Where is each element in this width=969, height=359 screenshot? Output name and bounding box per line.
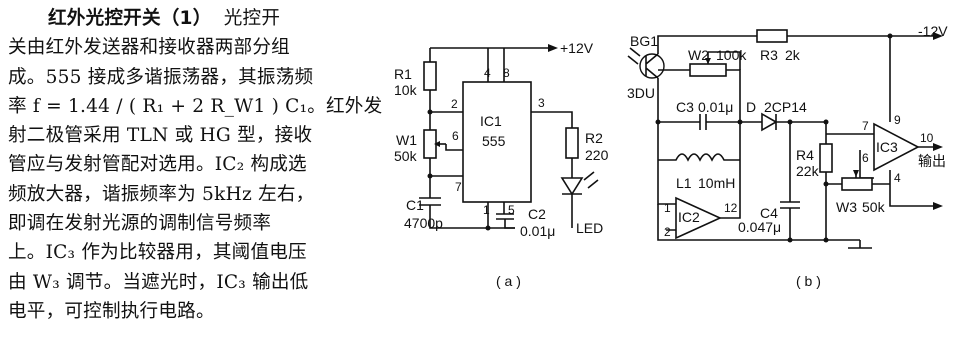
- r1-value: 10k: [394, 82, 418, 98]
- d-label: D: [746, 99, 756, 115]
- w3-value: 50k: [862, 199, 886, 215]
- r4-label: R4: [796, 147, 814, 163]
- w1-value: 50k: [394, 148, 418, 164]
- article-line-6: 管应与发射管配对选用。IC₂ 构成选: [8, 154, 307, 176]
- led-icon: [560, 177, 584, 196]
- article-heading: 红外光控开关（1）: [48, 8, 212, 29]
- potentiometer-w3: [841, 177, 873, 191]
- c4-label: C4: [760, 205, 778, 221]
- article-line-1: 红外光控开关（1） 光控开: [48, 8, 281, 29]
- r1-label: R1: [394, 66, 412, 82]
- ic1-type: 555: [482, 133, 506, 149]
- c3-label: C3: [676, 99, 694, 115]
- r3-label: R3: [760, 47, 778, 63]
- phototransistor-icon: [639, 53, 665, 79]
- l1-label: L1: [676, 175, 692, 191]
- diode-d: [761, 112, 778, 132]
- svg-text:2: 2: [664, 225, 671, 239]
- bg1-label: BG1: [630, 33, 658, 49]
- svg-text:6: 6: [452, 129, 459, 143]
- ic2-label: IC2: [678, 209, 700, 225]
- article-line-2: 关由红外发送器和接收器两部分组: [8, 37, 290, 59]
- vcc-label-a: +12V: [560, 40, 594, 56]
- svg-text:5: 5: [508, 203, 515, 217]
- c3-value: 0.01μ: [698, 99, 733, 115]
- ic1-chip: [462, 81, 532, 203]
- resistor-r3: [756, 29, 788, 43]
- r4-value: 22k: [796, 163, 820, 179]
- svg-text:3: 3: [538, 96, 545, 110]
- resistor-r1: [423, 61, 437, 91]
- w2-value: 100k: [716, 47, 747, 63]
- d-type: 2CP14: [764, 99, 807, 115]
- article-line-3: 成。555 接成多谐振荡器，其振荡频: [8, 66, 314, 88]
- svg-text:2: 2: [451, 97, 458, 111]
- article-line-4: 率 f = 1.44 / ( R₁ + 2 R_W1 ) C₁。红外发: [8, 95, 383, 117]
- c2-value: 0.01μ: [520, 223, 555, 239]
- resistor-r4: [819, 143, 833, 173]
- r3-value: 2k: [785, 47, 801, 63]
- bg1-type: 3DU: [627, 85, 655, 101]
- w3-label: W3: [836, 199, 857, 215]
- svg-text:1: 1: [483, 203, 490, 217]
- article-line-10: 由 W₃ 调节。当遮光时，IC₃ 输出低: [8, 271, 309, 293]
- led-label: LED: [576, 220, 603, 236]
- caption-a: ( a ): [496, 273, 521, 289]
- svg-text:7: 7: [455, 180, 462, 194]
- potentiometer-w2: [689, 63, 727, 77]
- svg-text:7: 7: [862, 119, 869, 133]
- l1-value: 10mH: [698, 175, 735, 191]
- comparator-ic3: [873, 122, 920, 172]
- svg-text:8: 8: [503, 66, 510, 80]
- c1-label: C1: [406, 197, 424, 213]
- inductor-l1: [658, 153, 740, 162]
- svg-text:6: 6: [862, 151, 869, 165]
- svg-text:10: 10: [920, 131, 934, 145]
- article-line-7: 频放大器，谐振频率为 5kHz 左右，: [8, 183, 315, 205]
- opamp-ic2: [675, 196, 722, 240]
- svg-text:9: 9: [894, 113, 901, 127]
- article-line-9: 上。IC₃ 作为比较器用，其阈值电压: [8, 242, 307, 264]
- article-line-5: 射二极管采用 TLN 或 HG 型，接收: [8, 125, 313, 147]
- r2-label: R2: [585, 130, 603, 146]
- w1-label: W1: [396, 132, 417, 148]
- svg-text:1: 1: [664, 201, 671, 215]
- output-label: 输出: [918, 153, 946, 169]
- ic1-name: IC1: [480, 113, 502, 129]
- caption-b: ( b ): [796, 273, 821, 289]
- article-line-11: 电平，可控制执行电路。: [8, 300, 215, 322]
- svg-text:12: 12: [724, 201, 738, 215]
- article-text: 红外光控开关（1） 光控开 关由红外发送器和接收器两部分组 成。555 接成多谐…: [8, 4, 398, 326]
- w2-label: W2: [688, 47, 709, 63]
- c1-value: 4700p: [404, 215, 443, 231]
- article-line-8: 即调在发射光源的调制信号频率: [8, 213, 272, 235]
- vcc-label-b: -12V: [918, 23, 948, 39]
- svg-text:4: 4: [894, 171, 901, 185]
- c4-value: 0.047μ: [738, 219, 781, 235]
- ic3-label: IC3: [876, 139, 898, 155]
- c2-label: C2: [528, 206, 546, 222]
- svg-text:4: 4: [484, 66, 491, 80]
- r2-value: 220: [585, 147, 609, 163]
